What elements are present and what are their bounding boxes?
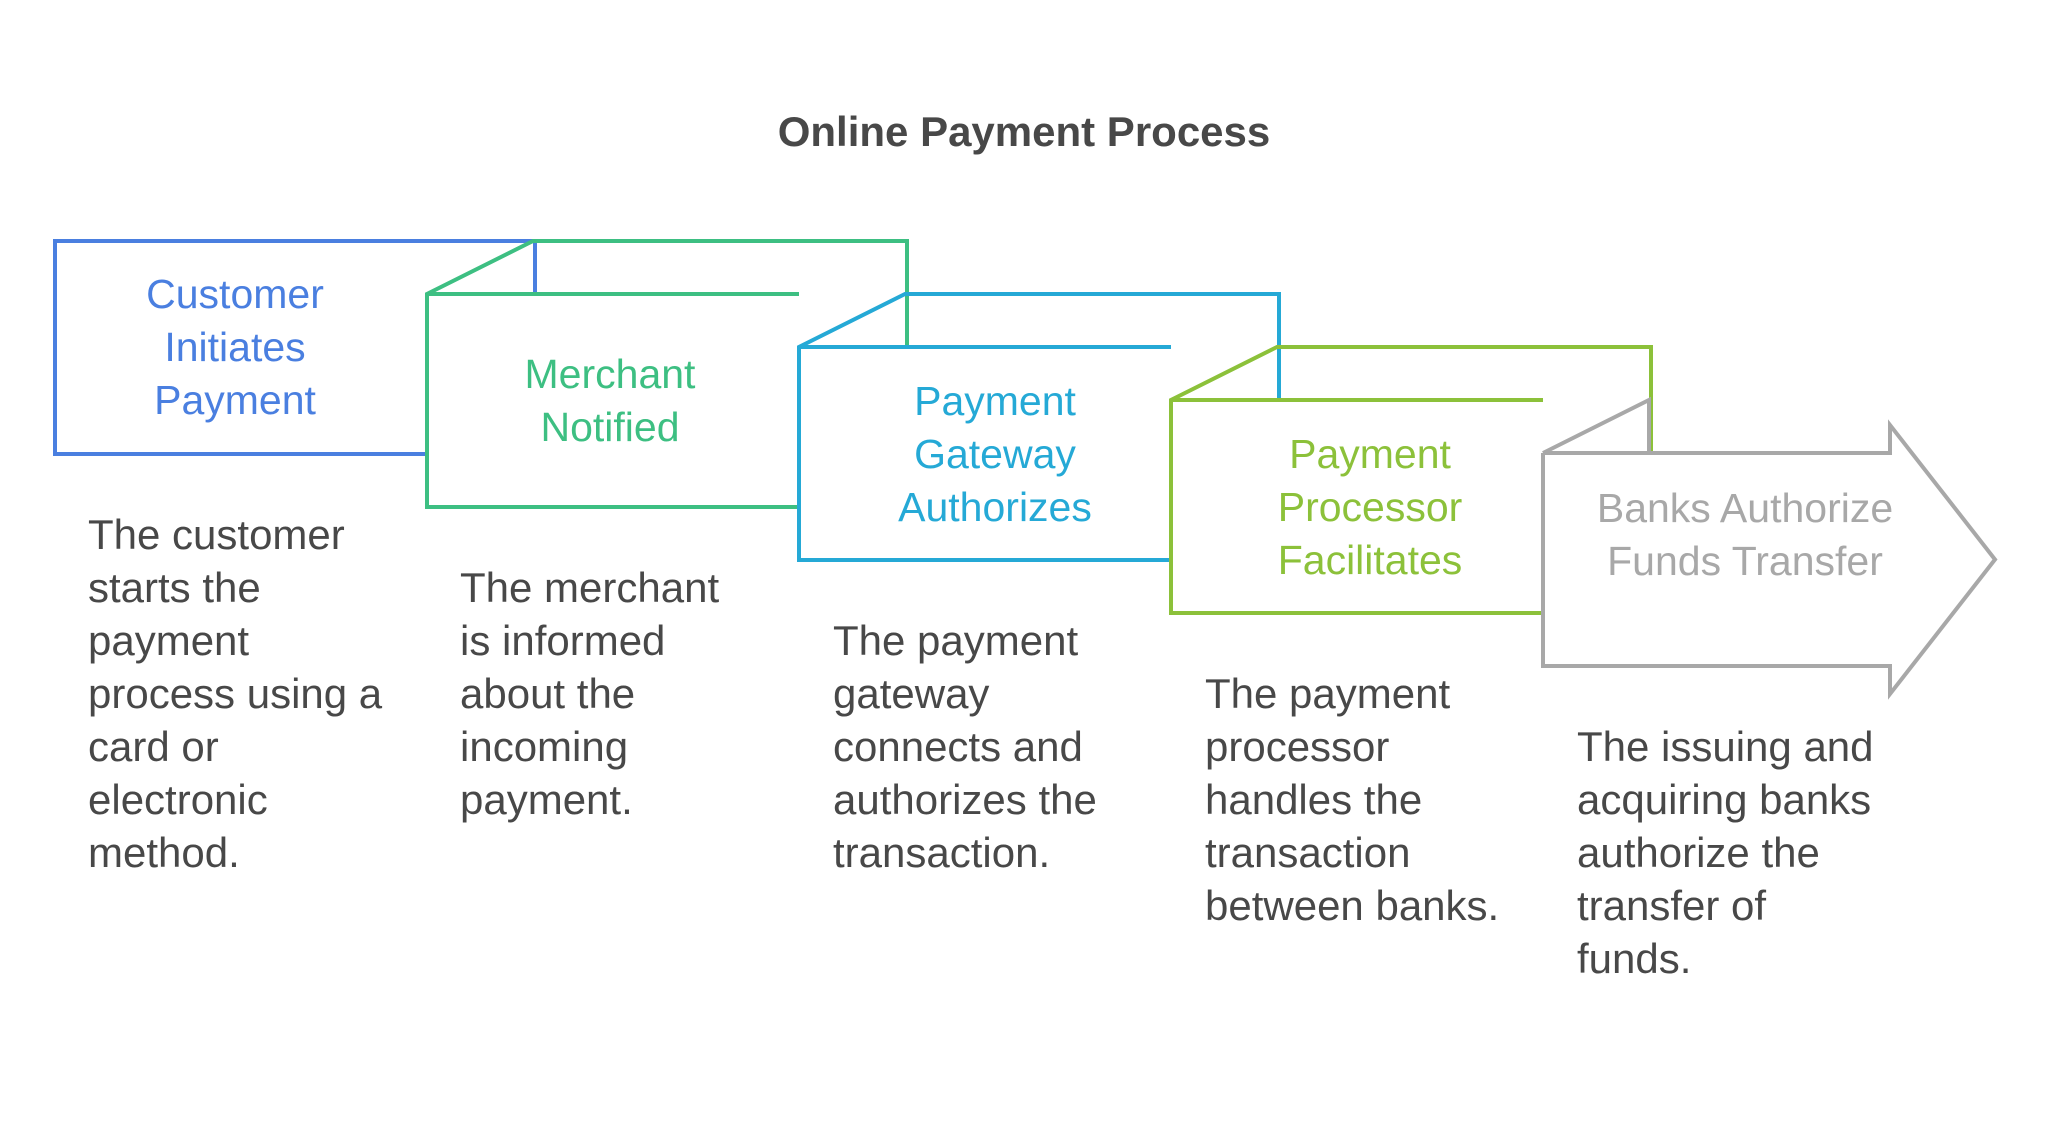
step-1-title: Customer Initiates Payment bbox=[146, 271, 324, 423]
step-1-shape bbox=[53, 239, 537, 456]
step-5-shape bbox=[1541, 396, 1998, 700]
step-4-shape bbox=[1169, 345, 1653, 615]
step-2-shape bbox=[425, 239, 909, 509]
step-5-description: The issuing and acquiring banks authoriz… bbox=[1577, 723, 1874, 982]
step-2-title: Merchant Notified bbox=[524, 351, 696, 450]
step-3-shape bbox=[797, 292, 1281, 562]
step-4-title: Payment Processor Facilitates bbox=[1277, 431, 1463, 583]
step-2-description: The merchant is informed about the incom… bbox=[460, 564, 720, 823]
diagram-title: Online Payment Process bbox=[777, 108, 1271, 155]
step-1-description: The customer starts the payment process … bbox=[88, 511, 383, 876]
step-5-title: Banks Authorize Funds Transfer bbox=[1596, 485, 1894, 584]
step-4-description: The payment processor handles the transa… bbox=[1205, 670, 1500, 929]
step-3-description: The payment gateway connects and authori… bbox=[833, 617, 1097, 876]
step-3-title: Payment Gateway Authorizes bbox=[898, 378, 1092, 530]
